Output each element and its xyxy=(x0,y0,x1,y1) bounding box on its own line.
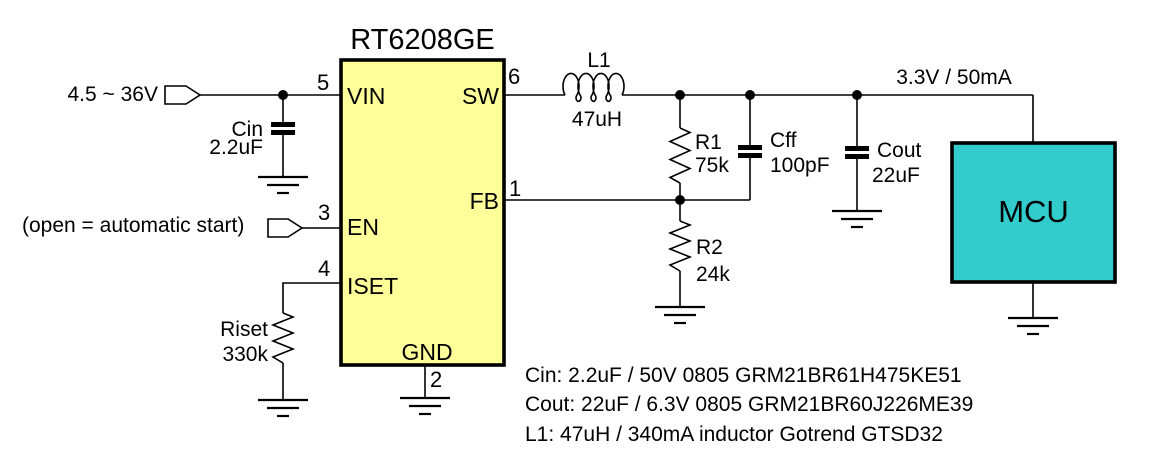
input-voltage-label: 4.5 ~ 36V xyxy=(67,83,159,106)
pin-label-fb: FB xyxy=(469,188,499,214)
l1-inductor-symbol xyxy=(562,72,625,103)
pin-number-sw: 6 xyxy=(508,64,521,89)
l1-ref-label: L1 xyxy=(587,49,611,72)
r1-resistor-symbol xyxy=(668,127,692,184)
mcu-label: MCU xyxy=(998,194,1069,230)
cout-ground-symbol xyxy=(832,209,882,229)
ic-body xyxy=(339,58,506,367)
r2-ref-label: R2 xyxy=(696,236,723,259)
enable-port-symbol xyxy=(267,218,304,238)
cff-value-label: 100pF xyxy=(770,154,830,177)
pin-number-en: 3 xyxy=(318,200,331,225)
note-l1: L1: 47uH / 340mA inductor Gotrend GTSD32 xyxy=(525,423,943,446)
l1-value-label: 47uH xyxy=(571,108,623,131)
pin-label-vin: VIN xyxy=(347,83,386,109)
output-voltage-label: 3.3V / 50mA xyxy=(896,66,1012,89)
pin-number-vin: 5 xyxy=(317,70,330,95)
wires xyxy=(200,94,1034,400)
enable-note-label: (open = automatic start) xyxy=(22,214,245,237)
riset-ground-symbol xyxy=(258,398,308,418)
r1-value-label: 75k xyxy=(695,154,729,177)
pin-label-en: EN xyxy=(347,214,379,240)
riset-ref-label: Riset xyxy=(220,318,268,341)
r2-value-label: 24k xyxy=(696,263,730,286)
ic-title: RT6208GE xyxy=(350,24,495,56)
note-cin: Cin: 2.2uF / 50V 0805 GRM21BR61H475KE51 xyxy=(525,364,962,387)
pin-label-sw: SW xyxy=(461,83,499,109)
pin-number-fb: 1 xyxy=(509,176,522,201)
cff-ref-label: Cff xyxy=(770,129,797,152)
r2-resistor-symbol xyxy=(667,220,693,272)
ic-ground-symbol xyxy=(400,396,450,416)
cin-ref-label: Cin xyxy=(231,118,263,141)
pin-number-gnd: 2 xyxy=(430,367,443,392)
cin-capacitor-symbol xyxy=(271,122,295,135)
cout-ref-label: Cout xyxy=(877,139,922,162)
junction-dots xyxy=(278,90,862,205)
cff-capacitor-symbol xyxy=(738,145,762,158)
cin-ground-symbol xyxy=(258,175,308,195)
input-port-symbol xyxy=(164,85,202,105)
cout-value-label: 22uF xyxy=(872,164,920,187)
pin-label-iset: ISET xyxy=(347,273,399,299)
riset-resistor-symbol xyxy=(270,312,296,364)
note-cout: Cout: 22uF / 6.3V 0805 GRM21BR60J226ME39 xyxy=(525,393,974,416)
pin-number-iset: 4 xyxy=(318,256,331,281)
r1-ref-label: R1 xyxy=(695,131,722,154)
pin-label-gnd: GND xyxy=(401,339,453,365)
r2-ground-symbol xyxy=(655,305,705,325)
cin-value-label: 2.2uF xyxy=(209,136,263,159)
mcu-ground-symbol xyxy=(1008,316,1058,336)
riset-value-label: 330k xyxy=(222,343,268,366)
mcu-body xyxy=(950,141,1117,284)
cout-capacitor-symbol xyxy=(845,146,869,159)
